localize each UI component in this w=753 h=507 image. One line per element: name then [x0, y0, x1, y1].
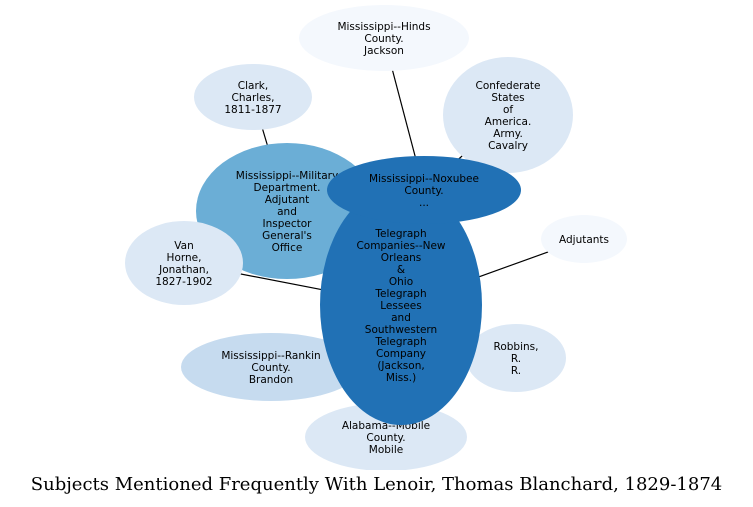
- node-mobile-ellipse: [305, 403, 467, 470]
- diagram-title: Subjects Mentioned Frequently With Lenoi…: [30, 474, 723, 495]
- node-adjutants-label-line: Adjutants: [559, 234, 609, 246]
- node-telegraph-label-line: and: [391, 312, 411, 324]
- node-robbins-label-line: Robbins,: [494, 341, 539, 353]
- node-confederate-ellipse: [443, 57, 573, 173]
- node-telegraph-label-line: Southwestern: [365, 324, 437, 336]
- node-noxubee-ellipse: [327, 156, 521, 224]
- node-rankin-label-line: County.: [251, 362, 290, 374]
- node-telegraph-label-line: Telegraph: [374, 228, 426, 240]
- node-telegraph-label-line: Orleans: [381, 252, 422, 264]
- node-mobile-label-line: County.: [366, 432, 405, 444]
- node-telegraph-label-line: (Jackson,: [377, 360, 424, 372]
- node-noxubee-label-line: County.: [404, 185, 443, 197]
- node-robbins-label-line: R.: [511, 365, 521, 377]
- node-adjutants-label: Adjutants: [559, 234, 609, 246]
- node-telegraph-label-line: Lessees: [380, 300, 421, 312]
- node-vanhorne-label-line: Van: [174, 240, 193, 252]
- node-telegraph-label-line: Telegraph: [374, 336, 426, 348]
- node-telegraph-label-line: Company: [376, 348, 426, 360]
- node-clark-label-line: Clark,: [238, 80, 268, 92]
- node-military-label-line: Department.: [254, 182, 321, 194]
- node-telegraph-ellipse: [320, 185, 482, 425]
- node-vanhorne-label-line: 1827-1902: [155, 276, 212, 288]
- node-noxubee-label-line: ...: [419, 197, 429, 209]
- node-clark-label-line: 1811-1877: [224, 104, 281, 116]
- node-robbins-label-line: R.: [511, 353, 521, 365]
- node-hinds-label-line: Jackson: [363, 45, 404, 57]
- node-clark[interactable]: Clark,Charles,1811-1877: [194, 64, 312, 130]
- node-adjutants[interactable]: Adjutants: [541, 215, 627, 263]
- node-rankin-label-line: Mississippi--Rankin: [221, 350, 320, 362]
- node-military-label-line: Office: [272, 242, 303, 254]
- node-telegraph-label-line: Miss.): [386, 372, 416, 384]
- node-clark-label: Clark,Charles,1811-1877: [224, 80, 281, 116]
- node-military-label-line: Mississippi--Military: [236, 170, 338, 182]
- node-telegraph-label-line: Telegraph: [374, 288, 426, 300]
- node-telegraph-label-line: &: [397, 264, 405, 276]
- node-telegraph-label-line: Companies--New: [356, 240, 445, 252]
- node-robbins-ellipse: [466, 324, 566, 392]
- node-mobile-label-line: Mobile: [369, 444, 403, 456]
- node-hinds-label-line: Mississippi--Hinds: [337, 21, 430, 33]
- node-confederate-label-line: Army.: [493, 128, 523, 140]
- node-confederate-label-line: Cavalry: [488, 140, 528, 152]
- node-military-label-line: Inspector: [263, 218, 313, 230]
- node-noxubee-label-line: Mississippi--Noxubee: [369, 173, 479, 185]
- node-robbins-label: Robbins,R.R.: [494, 341, 539, 377]
- node-robbins[interactable]: Robbins,R.R.: [466, 324, 566, 392]
- node-military-label-line: and: [277, 206, 297, 218]
- node-clark-ellipse: [194, 64, 312, 130]
- node-hinds-label-line: County.: [364, 33, 403, 45]
- node-vanhorne-ellipse: [125, 221, 243, 305]
- node-rankin-label-line: Brandon: [249, 374, 293, 386]
- node-military-label-line: General's: [262, 230, 312, 242]
- node-clark-label-line: Charles,: [232, 92, 275, 104]
- node-military-label-line: Adjutant: [265, 194, 310, 206]
- node-rankin-ellipse: [181, 333, 361, 401]
- node-vanhorne-label-line: Jonathan,: [158, 264, 209, 276]
- node-vanhorne-label-line: Horne,: [167, 252, 202, 264]
- node-telegraph-label-line: Ohio: [389, 276, 413, 288]
- node-confederate-label-line: States: [491, 92, 524, 104]
- node-hinds-ellipse: [299, 5, 469, 71]
- node-confederate-label-line: America.: [485, 116, 532, 128]
- node-confederate-label-line: of: [503, 104, 513, 116]
- node-adjutants-ellipse: [541, 215, 627, 263]
- node-confederate-label-line: Confederate: [475, 80, 540, 92]
